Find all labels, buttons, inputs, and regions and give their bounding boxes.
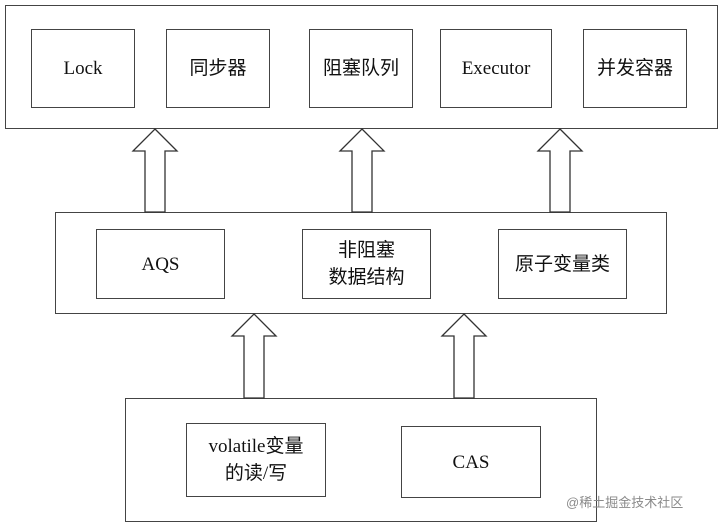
up-arrow-aqs-to-top (131, 128, 179, 213)
box-non-blocking-data-structure: 非阻塞 数据结构 (302, 229, 431, 299)
box-aqs: AQS (96, 229, 225, 299)
box-executor: Executor (440, 29, 552, 108)
box-synchronizer: 同步器 (166, 29, 270, 108)
up-arrow-volatile-to-middle (230, 313, 278, 399)
box-lock: Lock (31, 29, 135, 108)
box-volatile-read-write: volatile变量 的读/写 (186, 423, 326, 497)
box-blocking-queue: 阻塞队列 (309, 29, 413, 108)
up-arrow-atomic-to-top (536, 128, 584, 213)
watermark: @稀土掘金技术社区 (566, 495, 684, 510)
up-arrow-nonblocking-to-top (338, 128, 386, 213)
box-cas: CAS (401, 426, 541, 498)
up-arrow-cas-to-middle (440, 313, 488, 399)
box-atomic-variable-class: 原子变量类 (498, 229, 627, 299)
box-concurrent-container: 并发容器 (583, 29, 687, 108)
